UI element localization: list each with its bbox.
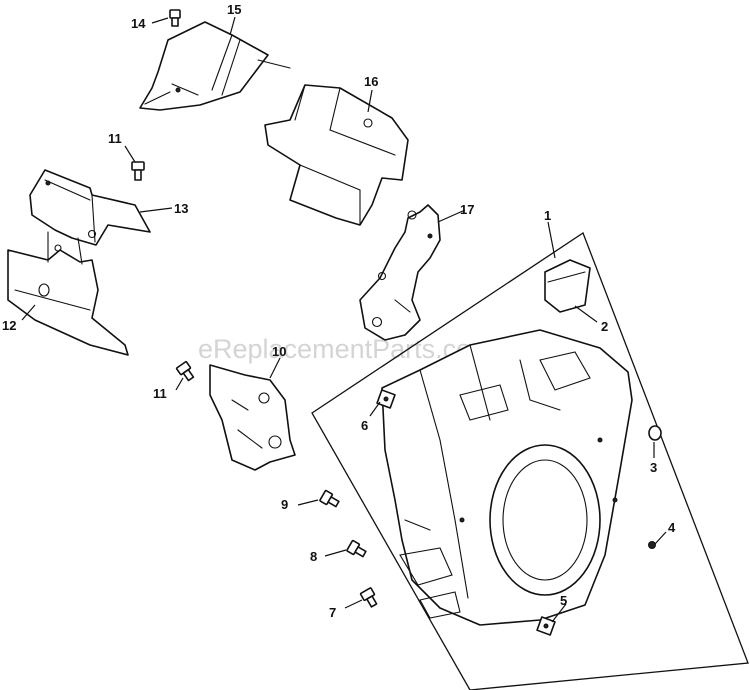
callout-11-lower: 11 <box>153 386 167 401</box>
callout-8: 8 <box>310 549 317 564</box>
part-11-screw-upper[interactable] <box>131 161 145 181</box>
callout-3: 3 <box>650 460 657 475</box>
part-14-screw[interactable] <box>169 9 181 27</box>
part-1-blower-housing[interactable] <box>381 329 633 626</box>
callout-1: 1 <box>544 208 551 223</box>
part-6-nut[interactable] <box>376 389 396 409</box>
part-3-plug[interactable] <box>648 425 662 441</box>
part-8-screw[interactable] <box>346 539 367 558</box>
part-12-shroud[interactable] <box>7 231 129 356</box>
part-4-screw[interactable] <box>648 541 656 549</box>
leader-lines <box>21 16 667 623</box>
callout-12: 12 <box>2 318 16 333</box>
part-2-grommet[interactable] <box>544 259 591 313</box>
part-7-screw[interactable] <box>359 587 378 608</box>
part-10-bracket[interactable] <box>209 364 296 471</box>
part-13-bracket[interactable] <box>29 169 151 246</box>
part-16-baffle[interactable] <box>264 84 409 226</box>
part-5-clip[interactable] <box>536 616 556 636</box>
part-17-bracket[interactable] <box>359 204 441 341</box>
callout-9: 9 <box>281 497 288 512</box>
callout-13: 13 <box>174 201 188 216</box>
callout-6: 6 <box>361 418 368 433</box>
callout-4: 4 <box>668 520 676 535</box>
assembly-boundary <box>311 232 749 690</box>
callout-5: 5 <box>560 593 567 608</box>
callout-16: 16 <box>364 74 378 89</box>
part-11-screw-lower[interactable] <box>175 361 195 382</box>
part-9-screw[interactable] <box>319 489 340 508</box>
callout-10: 10 <box>272 344 286 359</box>
callout-14: 14 <box>131 16 146 31</box>
callout-17: 17 <box>460 202 474 217</box>
callout-11-upper: 11 <box>108 131 122 146</box>
callout-2: 2 <box>601 319 608 334</box>
callout-labels: 14 15 16 11 13 12 1 17 2 10 11 6 3 4 5 9… <box>2 2 676 620</box>
part-15-shroud[interactable] <box>139 21 291 111</box>
callout-7: 7 <box>329 605 336 620</box>
callout-15: 15 <box>227 2 241 17</box>
